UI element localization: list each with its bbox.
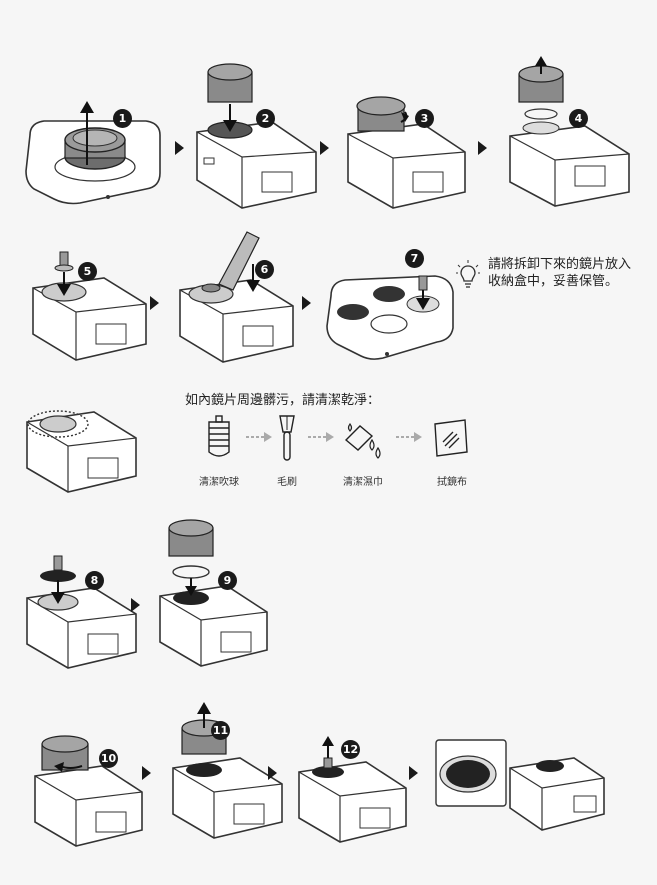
gray-arrow-icon xyxy=(308,432,334,442)
next-arrow-icon xyxy=(142,766,151,780)
step-number-11: 11 xyxy=(211,721,230,740)
step-number-6: 6 xyxy=(255,260,274,279)
blower-icon xyxy=(202,415,236,460)
next-arrow-icon xyxy=(478,141,487,155)
step-number-8: 8 xyxy=(85,571,104,590)
lens-cloth-icon xyxy=(431,418,471,458)
step-number-9: 9 xyxy=(218,571,237,590)
step-10-illustration xyxy=(30,732,146,848)
next-arrow-icon xyxy=(175,141,184,155)
brush-icon xyxy=(277,415,297,462)
step-number-4: 4 xyxy=(569,109,588,128)
step-number-1: 1 xyxy=(113,109,132,128)
step-4-illustration xyxy=(505,56,633,207)
step-12-illustration xyxy=(294,732,410,848)
step-2-illustration xyxy=(192,62,322,210)
step-number-10: 10 xyxy=(99,749,118,768)
next-arrow-icon xyxy=(131,598,140,612)
dirty-lens-camera-illustration xyxy=(22,404,140,494)
tool-label-brush: 毛刷 xyxy=(277,477,297,488)
lightbulb-icon xyxy=(456,260,480,290)
next-arrow-icon xyxy=(320,141,329,155)
gray-arrow-icon xyxy=(396,432,422,442)
step-9-illustration xyxy=(155,516,271,668)
gray-arrow-icon xyxy=(246,432,272,442)
step-6-illustration xyxy=(175,224,297,364)
step-number-5: 5 xyxy=(78,262,97,281)
storage-tip-text: 請將拆卸下來的鏡片放入收納盒中，妥善保管。 xyxy=(488,257,632,289)
step-number-12: 12 xyxy=(341,740,360,759)
cleaning-title: 如內鏡片周邊髒污，請清潔乾淨： xyxy=(185,393,381,408)
step-11-illustration xyxy=(168,700,286,840)
next-arrow-icon xyxy=(302,296,311,310)
wet-wipe-icon xyxy=(342,420,384,460)
final-result-illustration xyxy=(434,738,606,834)
step-1-illustration xyxy=(20,95,170,210)
tool-label-wet-wipe: 清潔濕巾 xyxy=(343,477,383,488)
step-5-illustration xyxy=(28,251,150,362)
step-number-2: 2 xyxy=(256,109,275,128)
next-arrow-icon xyxy=(150,296,159,310)
tool-label-blower: 清潔吹球 xyxy=(199,477,239,488)
next-arrow-icon xyxy=(268,766,277,780)
next-arrow-icon xyxy=(409,766,418,780)
step-number-3: 3 xyxy=(415,109,434,128)
tool-label-lens-cloth: 拭鏡布 xyxy=(437,477,467,488)
step-7-illustration xyxy=(323,268,457,364)
step-3-illustration xyxy=(343,92,469,210)
step-number-7: 7 xyxy=(405,249,424,268)
step-8-illustration xyxy=(22,555,140,670)
